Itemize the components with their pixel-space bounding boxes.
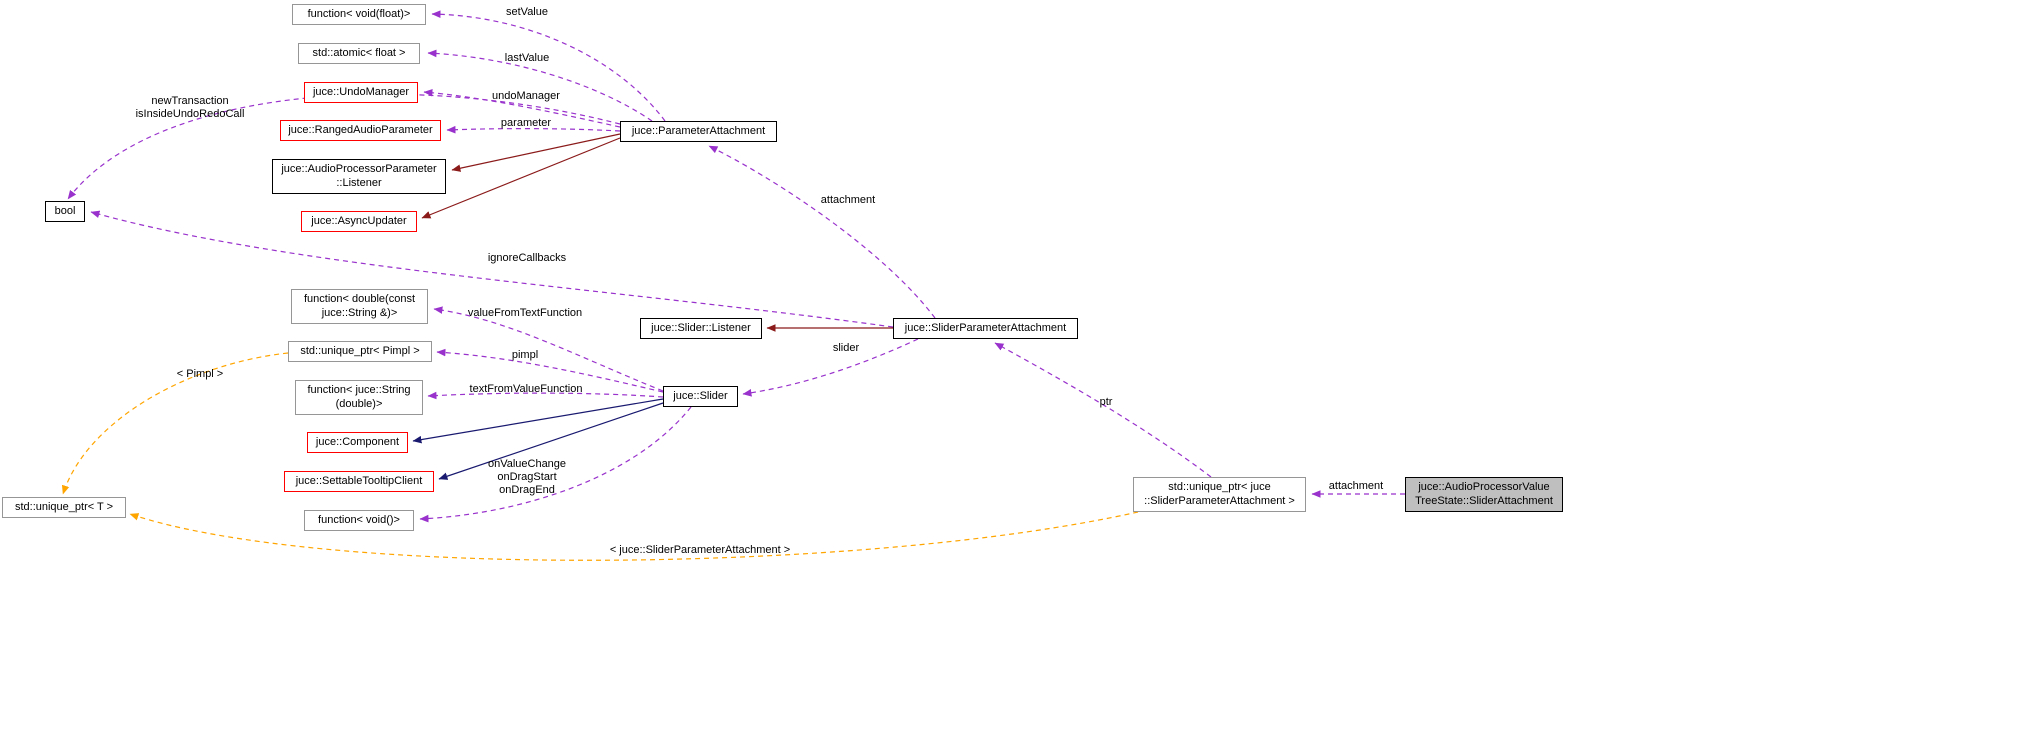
node-juce-undomanager[interactable]: juce::UndoManager xyxy=(304,82,418,103)
edge-label-newtransaction: newTransaction isInsideUndoRedoCall xyxy=(135,95,245,121)
edge-pimpl xyxy=(436,348,664,393)
node-juce-slider[interactable]: juce::Slider xyxy=(663,386,738,407)
edge-parameter xyxy=(446,125,621,134)
node-function-void-float: function< void(float)> xyxy=(292,4,426,25)
node-juce-audioprocessorparameter-listener[interactable]: juce::AudioProcessorParameter ::Listener xyxy=(272,159,446,194)
edge-lastvalue xyxy=(427,49,653,122)
node-std-atomic-float: std::atomic< float > xyxy=(298,43,420,64)
edge-inherit-component xyxy=(412,398,664,444)
node-bool: bool xyxy=(45,201,85,222)
edge-label-undomanager: undoManager xyxy=(492,90,560,102)
edge-ignorecallbacks-bool xyxy=(90,210,894,328)
edge-inherit-settabletooltipclient xyxy=(438,402,664,480)
edge-slider xyxy=(742,338,919,397)
edge-label-onvaluechange: onValueChange onDragStart onDragEnd xyxy=(487,458,567,497)
edge-onvaluechange xyxy=(419,406,692,523)
edge-label-lastvalue: lastValue xyxy=(504,52,550,64)
edge-label-textfromvaluefunction: textFromValueFunction xyxy=(469,383,583,395)
edge-inherit-asyncupdater xyxy=(421,137,621,219)
edge-label-ptr: ptr xyxy=(1099,396,1113,408)
node-juce-sliderparameterattachment[interactable]: juce::SliderParameterAttachment xyxy=(893,318,1078,339)
edge-label-parameter: parameter xyxy=(500,117,552,129)
edge-label-pimpl: pimpl xyxy=(511,349,539,361)
node-juce-rangedaudioparameter[interactable]: juce::RangedAudioParameter xyxy=(280,120,441,141)
node-std-unique-ptr-pimpl: std::unique_ptr< Pimpl > xyxy=(288,341,432,362)
node-juce-parameterattachment[interactable]: juce::ParameterAttachment xyxy=(620,121,777,142)
edge-ptr xyxy=(994,342,1212,478)
edge-valuefromtextfunction xyxy=(433,306,664,392)
node-juce-slider-listener[interactable]: juce::Slider::Listener xyxy=(640,318,762,339)
node-function-void: function< void()> xyxy=(304,510,414,531)
node-juce-component[interactable]: juce::Component xyxy=(307,432,408,453)
edge-label-slider: slider xyxy=(832,342,860,354)
edge-label-ignorecallbacks: ignoreCallbacks xyxy=(487,252,567,264)
node-function-double-const-string: function< double(const juce::String &)> xyxy=(291,289,428,324)
edge-label-template-pimpl: < Pimpl > xyxy=(176,368,224,380)
node-function-juce-string-double: function< juce::String (double)> xyxy=(295,380,423,415)
edge-label-setvalue: setValue xyxy=(506,6,548,18)
edge-setvalue xyxy=(431,10,666,122)
edge-attachment-parameterattachment xyxy=(708,145,936,319)
edge-label-valuefromtextfunction: valueFromTextFunction xyxy=(467,307,583,319)
node-std-unique-ptr-t: std::unique_ptr< T > xyxy=(2,497,126,518)
edge-textfromvaluefunction xyxy=(427,391,664,400)
edge-label-attachment-uniqueptr: attachment xyxy=(1328,480,1384,492)
edge-label-attachment-parameterattachment: attachment xyxy=(820,194,876,206)
node-juce-audioprocessorvaluetreestate-sliderattachment: juce::AudioProcessorValue TreeState::Sli… xyxy=(1405,477,1563,512)
node-std-unique-ptr-sliderparameterattachment: std::unique_ptr< juce ::SliderParameterA… xyxy=(1133,477,1306,512)
edge-inherit-app-listener xyxy=(451,133,621,172)
node-juce-settabletooltipclient[interactable]: juce::SettableTooltipClient xyxy=(284,471,434,492)
node-juce-asyncupdater[interactable]: juce::AsyncUpdater xyxy=(301,211,417,232)
edge-template-pimpl xyxy=(61,352,289,495)
edge-template-spa xyxy=(129,511,1139,561)
edge-label-template-spa: < juce::SliderParameterAttachment > xyxy=(609,544,791,556)
